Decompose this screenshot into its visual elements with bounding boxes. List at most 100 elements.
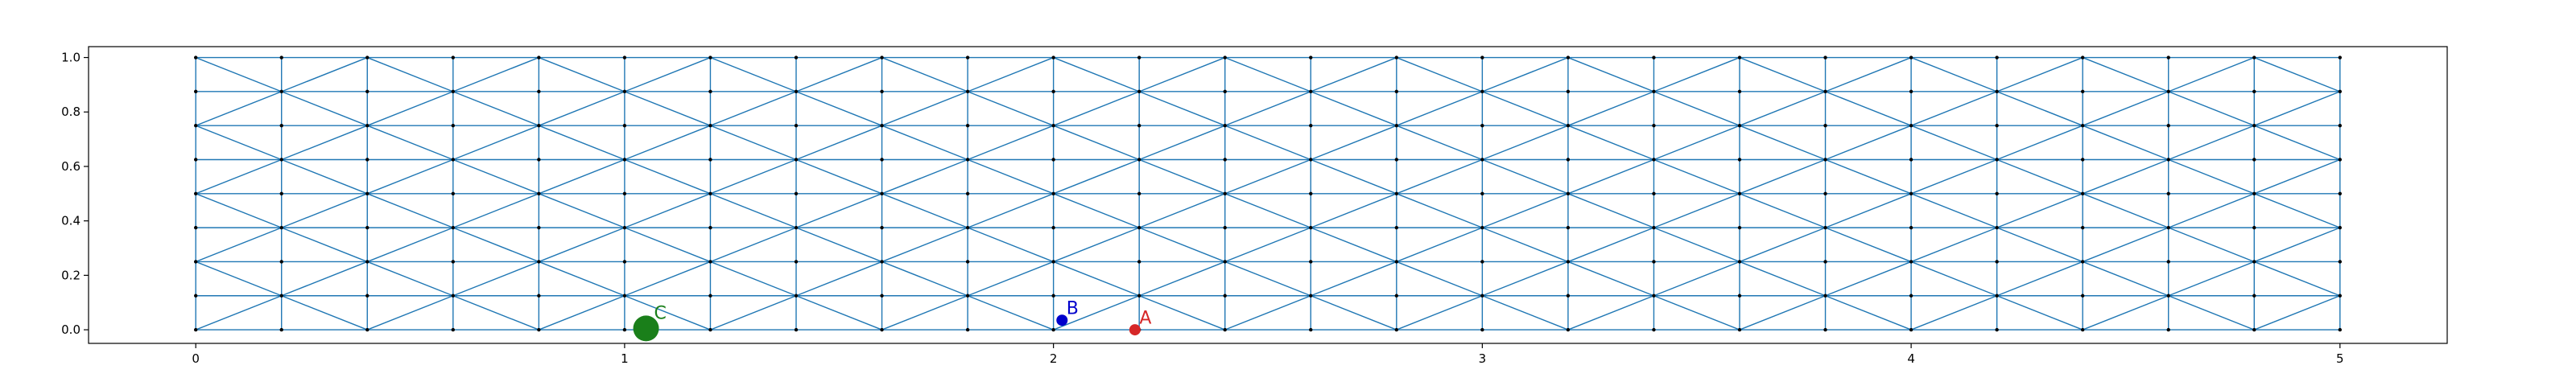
- mesh-node: [1394, 123, 1399, 128]
- mesh-node: [1737, 191, 1742, 196]
- mesh-node: [365, 327, 369, 332]
- point-a-marker: [1129, 324, 1141, 336]
- mesh-diagonal-edge: [795, 125, 882, 161]
- mesh-diagonal-edge: [1739, 193, 1826, 228]
- mesh-node: [1309, 123, 1313, 128]
- mesh-node: [537, 327, 541, 332]
- mesh-node: [1823, 158, 1827, 162]
- mesh-diagonal-edge: [710, 158, 797, 195]
- mesh-diagonal-edge: [1653, 56, 1740, 92]
- mesh-node: [279, 123, 283, 128]
- y-tick-label: 0.8: [61, 105, 80, 119]
- mesh-diagonal-edge: [1482, 56, 1569, 92]
- mesh-node: [1652, 55, 1656, 60]
- mesh-diagonal-edge: [1910, 158, 1997, 195]
- mesh-diagonal-edge: [1224, 56, 1311, 92]
- mesh-node: [794, 89, 799, 94]
- mesh-node: [965, 260, 970, 264]
- mesh-diagonal-edge: [2254, 56, 2341, 92]
- mesh-diagonal-edge: [2082, 193, 2169, 228]
- mesh-node: [1394, 55, 1399, 60]
- mesh-node: [880, 294, 884, 298]
- mesh-node: [1652, 327, 1656, 332]
- mesh-node: [365, 123, 369, 128]
- mesh-diagonal-edge: [1910, 56, 1997, 92]
- mesh-node: [1909, 260, 1913, 264]
- mesh-node: [2338, 327, 2343, 332]
- mesh-diagonal-edge: [367, 295, 454, 331]
- mesh-node: [2080, 55, 2085, 60]
- mesh-diagonal-edge: [881, 261, 968, 297]
- mesh-diagonal-edge: [967, 91, 1054, 126]
- mesh-node: [708, 260, 712, 264]
- mesh-diagonal-edge: [2254, 295, 2341, 331]
- mesh-diagonal-edge: [1053, 91, 1140, 126]
- mesh-node: [1223, 158, 1227, 162]
- mesh-node: [1309, 191, 1313, 196]
- mesh-node: [2080, 260, 2085, 264]
- mesh-diagonal-edge: [881, 193, 968, 228]
- mesh-diagonal-edge: [624, 193, 711, 228]
- mesh-diagonal-edge: [881, 125, 968, 161]
- mesh-node: [1652, 123, 1656, 128]
- mesh-node: [794, 191, 799, 196]
- mesh-node: [880, 327, 884, 332]
- mesh-diagonal-edge: [539, 125, 625, 161]
- mesh-node: [1051, 260, 1055, 264]
- mesh-node: [1480, 225, 1484, 230]
- mesh-diagonal-edge: [1653, 158, 1740, 195]
- mesh-node: [537, 123, 541, 128]
- mesh-node: [1823, 260, 1827, 264]
- mesh-diagonal-edge: [2168, 91, 2255, 126]
- point-b-label: B: [1067, 299, 1079, 319]
- mesh-node: [2338, 294, 2343, 298]
- x-tick-label: 1: [621, 351, 629, 366]
- mesh-diagonal-edge: [1825, 295, 1912, 331]
- mesh-node: [1137, 294, 1141, 298]
- mesh-node: [1051, 55, 1055, 60]
- mesh-diagonal-edge: [452, 227, 539, 263]
- mesh-diagonal-edge: [1311, 125, 1397, 161]
- mesh-diagonal-edge: [1653, 295, 1740, 331]
- mesh-diagonal-edge: [795, 91, 882, 126]
- mesh-diagonal-edge: [2254, 261, 2341, 297]
- mesh-diagonal-edge: [1482, 227, 1569, 263]
- mesh-diagonal-edge: [195, 193, 282, 228]
- mesh-diagonal-edge: [1567, 91, 1654, 126]
- mesh-diagonal-edge: [2082, 261, 2169, 297]
- mesh-node: [622, 123, 627, 128]
- mesh-diagonal-edge: [195, 158, 282, 195]
- mesh-diagonal-edge: [1567, 261, 1654, 297]
- mesh-node: [1137, 55, 1141, 60]
- mesh-diagonal-edge: [2254, 91, 2341, 126]
- mesh-diagonal-edge: [452, 261, 539, 297]
- mesh-node: [794, 294, 799, 298]
- mesh-node: [193, 89, 198, 94]
- y-tick-label: 0.4: [61, 214, 80, 228]
- mesh-node: [1394, 294, 1399, 298]
- x-tick-label: 0: [192, 351, 200, 366]
- mesh-node: [1737, 225, 1742, 230]
- mesh-node: [1051, 225, 1055, 230]
- mesh-diagonal-edge: [2082, 295, 2169, 331]
- mesh-diagonal-edge: [1311, 227, 1397, 263]
- mesh-node: [1566, 158, 1571, 162]
- mesh-diagonal-edge: [539, 56, 625, 92]
- mesh-node: [537, 294, 541, 298]
- mesh-node: [1823, 225, 1827, 230]
- mesh-node: [1823, 191, 1827, 196]
- mesh-node: [1995, 294, 1999, 298]
- mesh-diagonal-edge: [1482, 261, 1569, 297]
- mesh-diagonal-edge: [1996, 125, 2083, 161]
- mesh-diagonal-edge: [1224, 261, 1311, 297]
- mesh-node: [2080, 294, 2085, 298]
- mesh-diagonal-edge: [1053, 56, 1140, 92]
- mesh-node: [1223, 327, 1227, 332]
- mesh-node: [1051, 158, 1055, 162]
- mesh-diagonal-edge: [1396, 158, 1483, 195]
- mesh-diagonal-edge: [2254, 125, 2341, 161]
- mesh-diagonal-edge: [1224, 125, 1311, 161]
- mesh-node: [451, 191, 456, 196]
- mesh-node: [451, 158, 456, 162]
- mesh-node: [622, 158, 627, 162]
